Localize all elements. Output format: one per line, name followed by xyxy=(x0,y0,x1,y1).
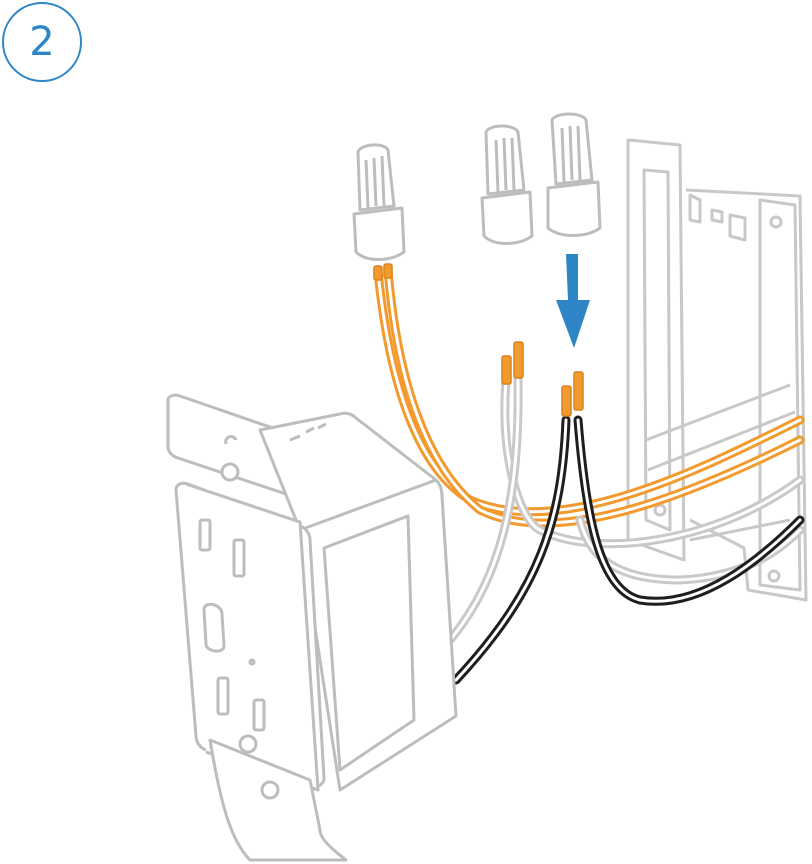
down-arrow-icon xyxy=(556,254,590,348)
wire-nut-right xyxy=(546,112,602,237)
step-number: 2 xyxy=(29,19,55,65)
duplex-receptacle xyxy=(166,393,458,862)
step-number-badge: 2 xyxy=(2,2,82,82)
electrical-box xyxy=(626,138,808,602)
stripped-wire-tips xyxy=(373,263,584,417)
orange-wires xyxy=(373,265,805,528)
black-wires xyxy=(451,415,805,685)
wire-nut-middle xyxy=(480,124,534,245)
wire-nut-left xyxy=(352,143,406,261)
